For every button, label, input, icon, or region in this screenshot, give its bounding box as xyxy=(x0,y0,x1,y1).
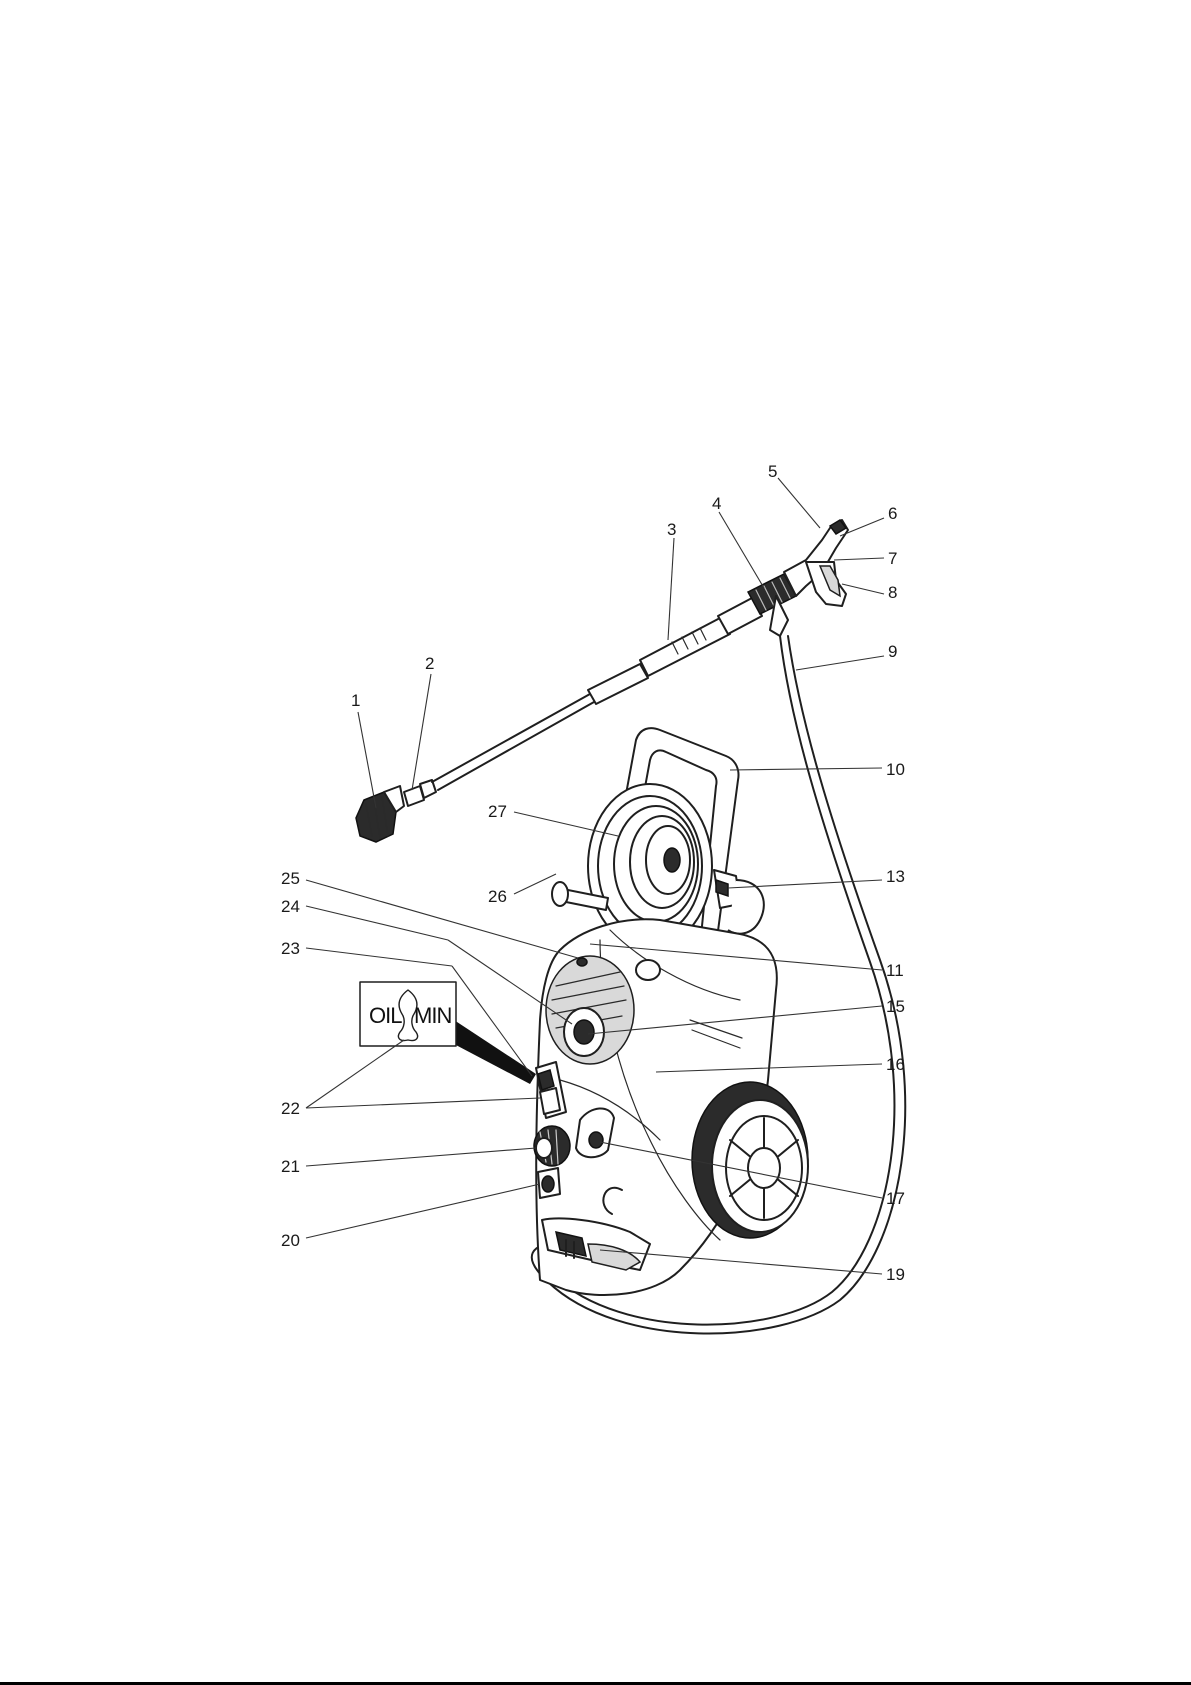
hose-holder xyxy=(714,870,764,934)
nozzle-cap xyxy=(356,786,404,842)
callout-4: 4 xyxy=(712,494,721,513)
callout-22: 22 xyxy=(281,1099,300,1118)
min-label: MIN xyxy=(414,1003,451,1028)
callout-21: 21 xyxy=(281,1157,300,1176)
oil-label: OIL xyxy=(369,1003,402,1028)
callout-3: 3 xyxy=(667,520,676,539)
callout-9: 9 xyxy=(888,642,897,661)
callout-11: 11 xyxy=(886,961,904,980)
callout-6: 6 xyxy=(888,504,897,523)
callout-16: 16 xyxy=(886,1055,905,1074)
callout-7: 7 xyxy=(888,549,897,568)
water-inlet-knob xyxy=(534,1126,570,1166)
callout-24: 24 xyxy=(281,897,300,916)
callout-19: 19 xyxy=(886,1265,905,1284)
callout-1: 1 xyxy=(351,691,360,710)
oil-level-inset: OIL MIN xyxy=(360,982,536,1084)
callout-27: 27 xyxy=(488,802,507,821)
callout-8: 8 xyxy=(888,583,897,602)
callout-20: 20 xyxy=(281,1231,300,1250)
callout-5: 5 xyxy=(768,462,777,481)
callout-25: 25 xyxy=(281,869,300,888)
callout-23: 23 xyxy=(281,939,300,958)
callout-10: 10 xyxy=(886,760,905,779)
wheel xyxy=(692,1082,808,1238)
nozzle-connector xyxy=(404,780,436,806)
water-outlet-fitting xyxy=(538,1168,560,1198)
callout-2: 2 xyxy=(425,654,434,673)
callout-15: 15 xyxy=(886,997,905,1016)
callout-13: 13 xyxy=(886,867,905,886)
callout-26: 26 xyxy=(488,887,507,906)
callout-17: 17 xyxy=(886,1189,905,1208)
